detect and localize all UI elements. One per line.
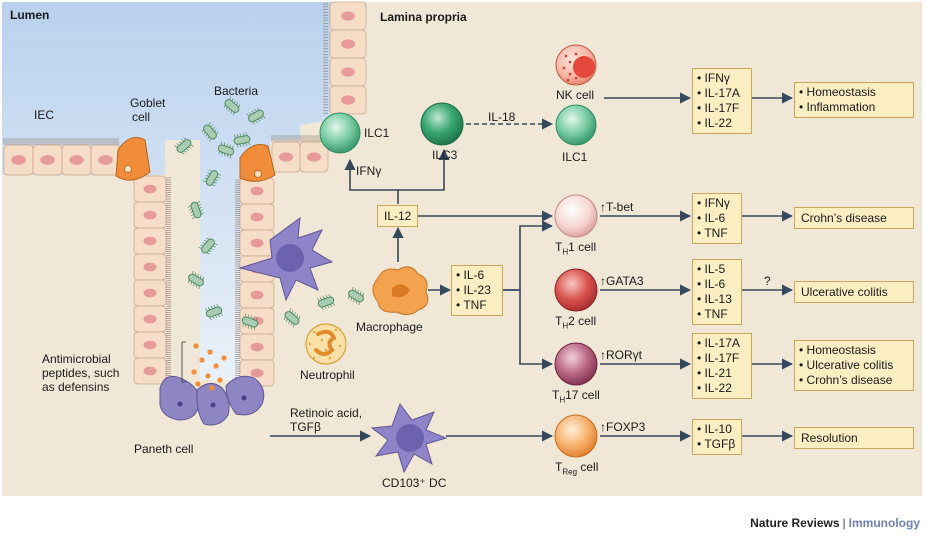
question-mark: ? (764, 274, 771, 288)
lamina-wall-cells (323, 1, 367, 115)
bacteria-label: Bacteria (214, 84, 259, 98)
antimicrobial-label-1: Antimicrobial (42, 352, 111, 366)
cytokine-item: TNF (456, 298, 498, 313)
bacteria-group (174, 96, 364, 331)
ilc1-right-label: ILC1 (562, 150, 588, 164)
cytokine-item: IL-21 (697, 366, 747, 381)
ilc1-right-cell (555, 104, 597, 146)
macrophage-label: Macrophage (356, 320, 423, 334)
journal-topic: Immunology (848, 516, 920, 530)
th2-outcome-box: Ulcerative colitis (794, 281, 914, 303)
outcome-item: Homeostasis (799, 85, 909, 100)
cytokine-item: IL-13 (697, 292, 737, 307)
retinoic-label-2: TGFβ (290, 420, 321, 434)
cytokine-item: IL-23 (456, 283, 498, 298)
th1-factor: ↑T-bet (600, 200, 634, 214)
crypt-left-wall (133, 175, 171, 387)
treg-cell (554, 414, 598, 458)
macrophage-cell (372, 266, 429, 316)
th2-label: TH2 cell (555, 314, 597, 331)
antimicrobial-peptides-dots (191, 343, 227, 391)
credit-separator: | (842, 516, 846, 530)
cytokine-item: IFNγ (697, 71, 747, 86)
th17-outcome-box: Homeostasis Ulcerative colitis Crohn’s d… (794, 340, 914, 391)
outcome-item: Homeostasis (799, 343, 909, 358)
paneth-cells (159, 375, 265, 426)
cytokine-item: IL-22 (697, 381, 747, 396)
cytokine-item: IFNγ (697, 196, 737, 211)
cytokine-item: IL-17A (697, 336, 747, 351)
th2-cytokine-box: IL-5 IL-6 IL-13 TNF (692, 259, 742, 325)
cytokine-item: TNF (697, 226, 737, 241)
treg-label: TReg cell (555, 460, 599, 477)
goblet-cell-right (239, 144, 276, 182)
ifng-label: IFNγ (356, 164, 382, 178)
cytokine-item: IL-6 (697, 277, 737, 292)
cytokine-item: IL-22 (697, 116, 747, 131)
th17-factor: ↑RORγt (600, 348, 642, 362)
dendritic-cell-crypt (238, 216, 334, 302)
th1-label: TH1 cell (555, 240, 597, 257)
cd103-dc-label: CD103⁺ DC (382, 476, 447, 490)
th1-cytokine-box: IFNγ IL-6 TNF (692, 193, 742, 244)
nk-cell-label: NK cell (556, 88, 595, 102)
th17-cell (554, 342, 598, 386)
treg-outcome-box: Resolution (794, 427, 914, 449)
cytokine-item: IL-5 (697, 262, 737, 277)
ilc3-cell (420, 102, 464, 146)
th2-cell (554, 268, 598, 312)
il12-box: IL-12 (377, 205, 419, 227)
outcome-item: Inflammation (799, 100, 909, 115)
nk-ilc-outcome-box: Homeostasis Inflammation (794, 82, 914, 118)
cytokine-item: IL-10 (697, 422, 737, 437)
cytokine-item: IL-6 (697, 211, 737, 226)
cd103-dc-cell (370, 402, 448, 474)
il18-label: IL-18 (488, 110, 516, 124)
journal-name: Nature Reviews (750, 516, 840, 530)
journal-credit: Nature Reviews|Immunology (750, 516, 920, 530)
neutrophil-label: Neutrophil (300, 368, 355, 382)
cytokine-item: IL-6 (456, 268, 498, 283)
th2-factor: ↑GATA3 (600, 274, 644, 288)
antimicrobial-label-3: as defensins (42, 380, 110, 394)
th17-cytokine-box: IL-17A IL-17F IL-21 IL-22 (692, 333, 752, 399)
goblet-cell-label-1: Goblet (130, 96, 166, 110)
outcome-item: Ulcerative colitis (799, 358, 909, 373)
iec-label: IEC (34, 108, 55, 122)
neutrophil-cell (305, 323, 347, 365)
th17-label: TH17 cell (552, 388, 600, 405)
th1-cell (554, 194, 598, 238)
lumen-label: Lumen (10, 8, 50, 22)
lamina-propria-label: Lamina propria (380, 10, 467, 24)
ilc1-left-cell (319, 112, 361, 154)
cytokine-item: IL-17F (697, 351, 747, 366)
arrows (270, 92, 794, 442)
retinoic-label-1: Retinoic acid, (290, 406, 363, 420)
treg-factor: ↑FOXP3 (600, 420, 646, 434)
th1-outcome-box: Crohn’s disease (794, 207, 914, 229)
nk-ilc-cytokine-box: IFNγ IL-17A IL-17F IL-22 (692, 68, 752, 134)
nk-granules (562, 52, 584, 82)
crypt-right-wall (235, 177, 275, 389)
cytokine-item: IL-17A (697, 86, 747, 101)
ilc3-label: ILC3 (432, 148, 458, 162)
cytokine-item: TGFβ (697, 437, 737, 452)
cytokine-item: TNF (697, 307, 737, 322)
goblet-cell-label-2: cell (132, 110, 151, 124)
outcome-item: Crohn’s disease (799, 373, 909, 388)
paneth-cell-label: Paneth cell (134, 442, 194, 456)
antimicrobial-label-2: peptides, such (42, 366, 120, 380)
cytokine-item: IL-17F (697, 101, 747, 116)
ilc1-left-label: ILC1 (364, 126, 390, 140)
treg-cytokine-box: IL-10 TGFβ (692, 419, 742, 455)
macrophage-cytokine-box: IL-6 IL-23 TNF (451, 265, 503, 316)
